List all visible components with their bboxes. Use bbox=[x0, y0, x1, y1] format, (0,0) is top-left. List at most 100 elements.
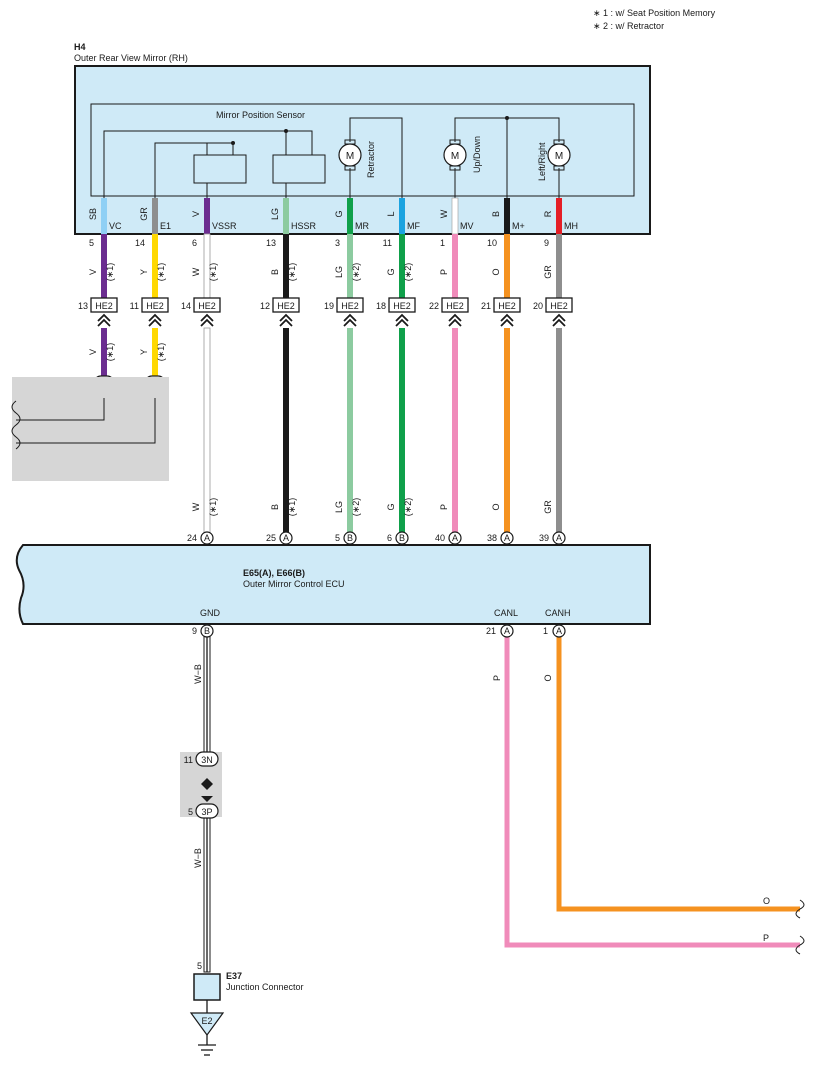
wire-note-bot-mr: (∗2) bbox=[351, 498, 361, 517]
canh-wire-end-color: O bbox=[763, 896, 770, 906]
mirror-wire-stub-mplus bbox=[504, 198, 510, 234]
wire-note-bot-mf: (∗2) bbox=[403, 498, 413, 517]
canl-wire-color: P bbox=[492, 675, 502, 681]
mirror-pin-name-mf: MF bbox=[407, 221, 420, 231]
wire-bottom-mv bbox=[452, 328, 458, 533]
wire-color-top-mf: G bbox=[386, 268, 396, 275]
mirror-code: H4 bbox=[74, 42, 86, 52]
he2-pin-mh: 20 bbox=[533, 301, 543, 311]
he2-chevron-icon-vssr bbox=[200, 313, 214, 322]
he2-connector-vssr bbox=[193, 297, 221, 313]
mirror-wire-stub-mh bbox=[556, 198, 562, 234]
ecu-canl-label: CANL bbox=[494, 608, 518, 618]
gnd-3n-conn: 3N bbox=[201, 755, 213, 765]
he2-label-hssr: HE2 bbox=[277, 301, 295, 311]
ecu-canl-pin: 21 bbox=[486, 626, 496, 636]
mirror-pin-vssr: 6 bbox=[192, 238, 197, 248]
mirror-wire-color-vssr: V bbox=[191, 211, 201, 217]
updown-motor-icon bbox=[443, 143, 467, 167]
wire-note-top-mr: (∗2) bbox=[351, 263, 361, 282]
junction-3n-wiring bbox=[11, 398, 156, 450]
wire-color-bot-hssr: B bbox=[270, 504, 280, 510]
he2-connector-vc bbox=[90, 297, 118, 313]
wire-color-bot-mr: LG bbox=[334, 501, 344, 513]
he2-label-mf: HE2 bbox=[393, 301, 411, 311]
mirror-wire-color-vc: SB bbox=[88, 208, 98, 220]
wire-top-vc bbox=[101, 234, 107, 300]
mirror-pin-hssr: 13 bbox=[266, 238, 276, 248]
retractor-motor-symbol: M bbox=[346, 151, 354, 162]
mirror-wire-color-mr: G bbox=[334, 210, 344, 217]
he2-pin-vc: 13 bbox=[78, 301, 88, 311]
ecu-canl-connector bbox=[500, 624, 514, 638]
ecu-code: E65(A), E66(B) bbox=[243, 568, 305, 578]
ecu-conn-mplus: A bbox=[504, 533, 510, 543]
leftright-motor-symbol: M bbox=[555, 151, 563, 162]
ecu-gnd-conn: B bbox=[204, 626, 210, 636]
he2-chevron-icon-mplus bbox=[500, 313, 514, 322]
canh-wire-color: O bbox=[543, 674, 553, 681]
he2-pin-mr: 19 bbox=[324, 301, 334, 311]
wire-note-top-mf: (∗2) bbox=[403, 263, 413, 282]
mirror-inner-frame bbox=[90, 103, 635, 197]
ecu-pin-hssr: 25 bbox=[266, 533, 276, 543]
wire-note-mid-vc: (∗1) bbox=[105, 343, 115, 362]
sensor-internals bbox=[103, 129, 326, 198]
gnd-3p-conn: 3P bbox=[201, 807, 212, 817]
wire-top-e1 bbox=[152, 234, 158, 300]
ecu-pin-mr: 5 bbox=[335, 533, 340, 543]
can-wires: CANL CANH 21 1 A A P O O P bbox=[486, 608, 805, 955]
wire-color-mid-e1: Y bbox=[139, 349, 149, 355]
he2-connector-mplus bbox=[493, 297, 521, 313]
wire-note-bot-vssr: (∗1) bbox=[208, 498, 218, 517]
canh-wire bbox=[556, 637, 800, 912]
leftright-motor-icon bbox=[547, 143, 571, 167]
he2-chevron-icon-vc bbox=[97, 313, 111, 322]
junction-connector-box bbox=[193, 973, 221, 1001]
gnd-wire-color-top: W−B bbox=[193, 664, 203, 684]
mirror-wire-color-hssr: LG bbox=[270, 208, 280, 220]
mirror-pin-mplus: 10 bbox=[487, 238, 497, 248]
motor-circuits: M Retractor M Up/Down M Left/Right bbox=[338, 116, 571, 198]
junction-code: E37 bbox=[226, 971, 242, 981]
continuation-break-icon bbox=[11, 400, 21, 450]
mirror-wire-stub-mr bbox=[347, 198, 353, 234]
he2-label-vc: HE2 bbox=[95, 301, 113, 311]
wire-color-top-mh: GR bbox=[543, 265, 553, 279]
wire-note-top-e1: (∗1) bbox=[156, 263, 166, 282]
wire-top-mv bbox=[452, 234, 458, 300]
canh-break-icon bbox=[795, 899, 805, 919]
he2-chevron-icon-hssr bbox=[279, 313, 293, 322]
wire-bottom-mr bbox=[347, 328, 353, 533]
he2-chevron-icon-e1 bbox=[148, 313, 162, 322]
he2-label-mplus: HE2 bbox=[498, 301, 516, 311]
mirror-wire-stub-vc bbox=[101, 198, 107, 234]
retractor-motor-icon bbox=[338, 143, 362, 167]
mirror-wire-color-mh: R bbox=[543, 210, 553, 217]
gnd-wire-color-bot: W−B bbox=[193, 848, 203, 868]
sensor-potentiometer-v bbox=[193, 154, 247, 184]
ecu-conn-mr: B bbox=[347, 533, 353, 543]
wire-color-top-mr: LG bbox=[334, 266, 344, 278]
wire-color-top-mv: P bbox=[439, 269, 449, 275]
mirror-wire-stub-vssr bbox=[204, 198, 210, 234]
wire-note-bot-hssr: (∗1) bbox=[287, 498, 297, 517]
ecu-pin-mf: 6 bbox=[387, 533, 392, 543]
ecu-conn-mf: B bbox=[399, 533, 405, 543]
he2-connector-mf bbox=[388, 297, 416, 313]
sensor-label: Mirror Position Sensor bbox=[216, 110, 305, 120]
he2-pin-mplus: 21 bbox=[481, 301, 491, 311]
wire-top-hssr bbox=[283, 234, 289, 300]
mirror-pin-name-mh: MH bbox=[564, 221, 578, 231]
wire-color-bot-mh: GR bbox=[543, 500, 553, 514]
canl-break-icon bbox=[795, 935, 805, 955]
mirror-wire-color-e1: GR bbox=[139, 207, 149, 221]
wire-bottom-mh bbox=[556, 328, 562, 533]
he2-pin-mf: 18 bbox=[376, 301, 386, 311]
mirror-name: Outer Rear View Mirror (RH) bbox=[74, 53, 188, 63]
wire-color-bot-vssr: W bbox=[191, 502, 201, 511]
he2-chevron-icon-mf bbox=[395, 313, 409, 322]
ecu-pin-mv: 40 bbox=[435, 533, 445, 543]
wire-color-top-e1: Y bbox=[139, 269, 149, 275]
